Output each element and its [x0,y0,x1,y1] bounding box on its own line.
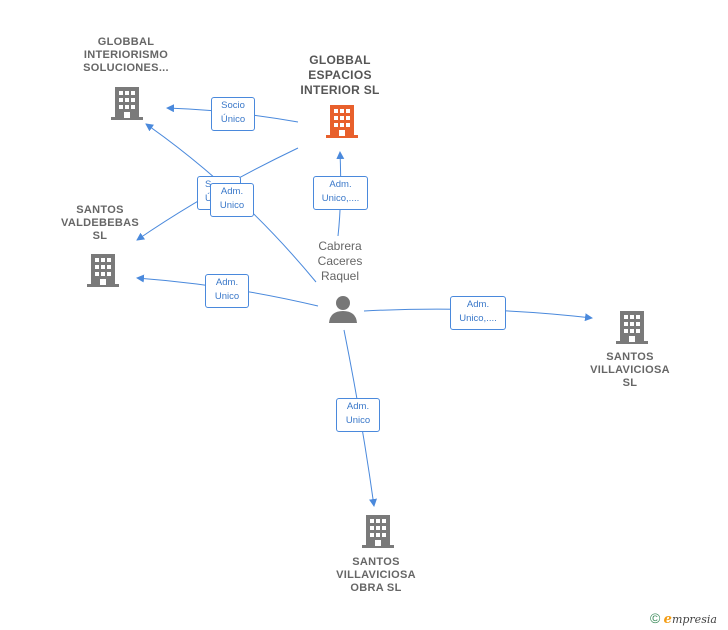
edge-label-line: Adm. [215,277,239,288]
edge-label-line: Adm. [466,299,490,310]
edge-label-line: Unico [345,415,371,426]
node-label-santos-valdebebas: SANTOS VALDEBEBAS SL [50,204,150,243]
brand-initial: e [663,612,672,627]
building-icon[interactable] [362,513,394,549]
node-label-globbal-interiorismo: GLOBBAL INTERIORISMO SOLUCIONES... [66,36,186,75]
label-line: ESPACIOS [308,68,372,82]
label-line: Raquel [320,269,360,283]
label-line: GLOBBAL [97,36,155,48]
label-line: SL [622,377,638,389]
edge-label-adm-unico-valdebebas[interactable]: Adm. Unico [205,274,249,308]
building-icon[interactable] [87,252,119,288]
edge-label-adm-unico-villaviciosa[interactable]: Adm. Unico,.... [450,296,506,330]
edge-label-line: Único [220,114,246,125]
node-label-globbal-espacios: GLOBBAL ESPACIOS INTERIOR SL [280,53,400,98]
label-line: VILLAVICIOSA [336,569,416,581]
footer-brand: © empresia [650,610,717,627]
label-line: INTERIOR SL [300,83,380,97]
label-line: SL [92,230,108,242]
node-label-person: Cabrera Caceres Raquel [300,239,380,284]
label-line: OBRA SL [350,582,402,594]
copyright-symbol: © [650,610,661,626]
label-line: VALDEBEBAS [61,217,139,229]
edge-label-line: Adm. [346,401,370,412]
node-label-santos-villaviciosa: SANTOS VILLAVICIOSA SL [580,351,680,390]
edge-label-socio-unico[interactable]: Socio Único [211,97,255,131]
edge-label-adm-unico[interactable]: Adm. Unico [210,183,254,217]
edge-label-line: Unico,.... [459,313,497,324]
edge-label-line: Adm. [329,179,352,190]
edge-label-line: Adm. [220,186,244,197]
edge-label-adm-unico-obra[interactable]: Adm. Unico [336,398,380,432]
edge-label-adm-unico-main[interactable]: Adm. Unico,.... [313,176,368,210]
edge-label-line: Unico [219,200,245,211]
label-line: VILLAVICIOSA [590,364,670,376]
edge-label-line: Unico [214,291,240,302]
brand-rest: mpresia [671,613,717,626]
edge-label-line: Ú [205,193,212,204]
person-icon[interactable] [328,294,358,324]
label-line: Caceres [317,254,363,268]
label-line: SANTOS [352,556,400,568]
building-icon[interactable] [111,85,143,121]
node-label-santos-villaviciosa-obra: SANTOS VILLAVICIOSA OBRA SL [326,556,426,595]
edge-label-line: Unico,.... [321,193,360,204]
building-icon[interactable] [616,309,648,345]
edge-label-line: Socio [221,100,245,111]
label-line: Cabrera [318,239,362,253]
label-line: SOLUCIONES... [83,62,169,74]
building-icon-main[interactable] [326,103,358,139]
label-line: SANTOS [76,204,124,216]
label-line: SANTOS [606,351,654,363]
label-line: INTERIORISMO [83,49,169,61]
label-line: GLOBBAL [309,53,371,67]
brand-logo: empresia [663,612,717,627]
edge-label-line: S [205,179,212,190]
